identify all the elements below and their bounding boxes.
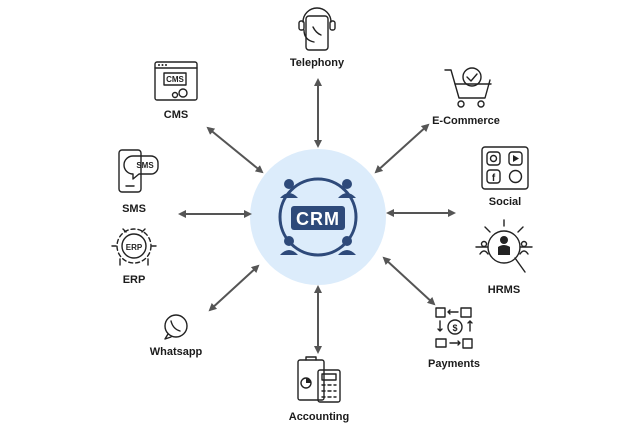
accounting-calculator-icon (297, 356, 341, 403)
node-erp: ERP ERP (111, 228, 157, 286)
accounting-label: Accounting (289, 411, 350, 423)
sms-label: SMS (122, 203, 146, 215)
whatsapp-label: Whatsapp (150, 346, 203, 358)
erp-icon-text: ERP (126, 243, 143, 252)
social-media-icon: f (481, 146, 529, 190)
sms-icon-text: SMS (136, 161, 154, 170)
crm-label: CRM (296, 209, 340, 229)
node-whatsapp: Whatsapp (150, 314, 203, 358)
hr-search-icon (475, 219, 533, 273)
node-payments: $ Payments (428, 307, 480, 370)
cms-icon-text: CMS (166, 75, 184, 84)
social-label: Social (489, 196, 521, 208)
arrow-whatsapp (208, 264, 260, 312)
cms-window-icon: CMS (154, 61, 198, 101)
hrms-label: HRMS (488, 284, 520, 296)
headset-phone-icon (298, 7, 336, 51)
payments-flow-icon: $ (435, 307, 473, 349)
ecommerce-label: E-Commerce (432, 115, 500, 127)
crm-label-box (291, 206, 345, 230)
erp-label: ERP (123, 274, 146, 286)
arrow-cms (206, 126, 264, 174)
node-cms: CMS CMS (154, 61, 198, 121)
node-sms: SMS SMS (118, 149, 159, 215)
node-accounting: Accounting (289, 356, 350, 423)
sms-phone-icon: SMS (118, 149, 159, 193)
whatsapp-icon (164, 314, 188, 340)
node-telephony: Telephony (290, 7, 345, 69)
arrow-ecommerce (374, 123, 430, 174)
connector-arrows (178, 78, 456, 354)
node-social: f Social (481, 146, 529, 208)
svg-text:f: f (492, 173, 496, 184)
node-ecommerce: E-Commerce (432, 67, 500, 127)
crm-hub: CRM (250, 149, 386, 285)
shopping-cart-icon (444, 67, 492, 108)
erp-gear-icon: ERP (111, 228, 157, 266)
telephony-label: Telephony (290, 57, 345, 69)
people-icon (280, 179, 356, 255)
arrow-hrms (382, 256, 436, 306)
node-hrms: HRMS (475, 219, 533, 296)
payments-label: Payments (428, 358, 480, 370)
cms-label: CMS (164, 109, 188, 121)
svg-text:$: $ (452, 323, 457, 333)
